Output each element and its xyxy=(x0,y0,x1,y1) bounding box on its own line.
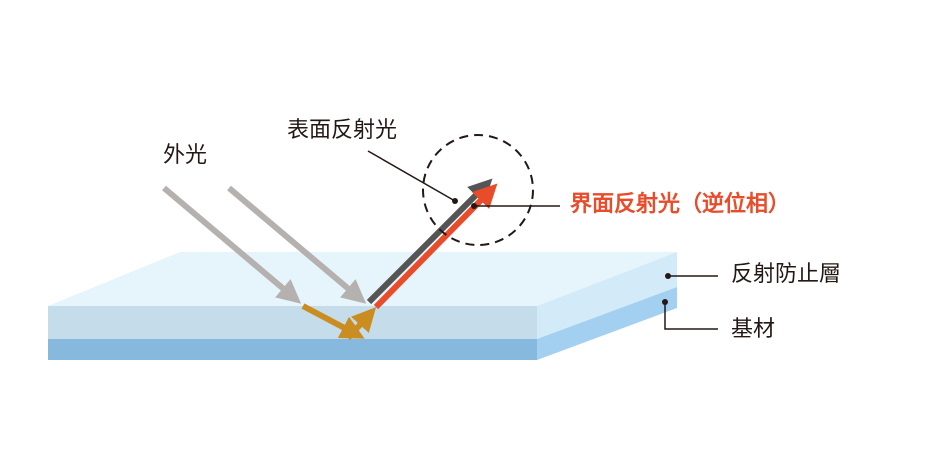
surface-reflection-label: 表面反射光 xyxy=(287,118,398,143)
internal-arrow-down xyxy=(301,303,365,339)
internal-arrow-up xyxy=(345,307,377,341)
ar-layer-label: 反射防止層 xyxy=(731,262,842,287)
substrate-leader xyxy=(664,302,718,330)
substrate-label: 基材 xyxy=(731,317,776,342)
surface-leader xyxy=(367,150,456,202)
interface-reflection-label: 界面反射光（逆位相） xyxy=(570,192,791,217)
surface-leader-dot xyxy=(452,198,458,204)
interface-reflection-arrow xyxy=(373,183,498,310)
slab-top-face xyxy=(48,252,677,306)
incident-arrow-1 xyxy=(162,185,302,304)
ar-layer-front xyxy=(48,306,537,339)
interface-leader-dot xyxy=(471,203,477,209)
incident-light-label: 外光 xyxy=(163,143,208,168)
highlight-circle xyxy=(422,134,534,246)
substrate-side xyxy=(537,287,677,360)
ar-leader-dot xyxy=(665,273,671,279)
substrate-front xyxy=(48,339,537,360)
surface-reflection-arrow xyxy=(366,178,493,305)
incident-arrow-2 xyxy=(227,185,367,304)
ar-layer-side xyxy=(537,252,677,339)
substrate-leader-dot xyxy=(662,299,668,305)
